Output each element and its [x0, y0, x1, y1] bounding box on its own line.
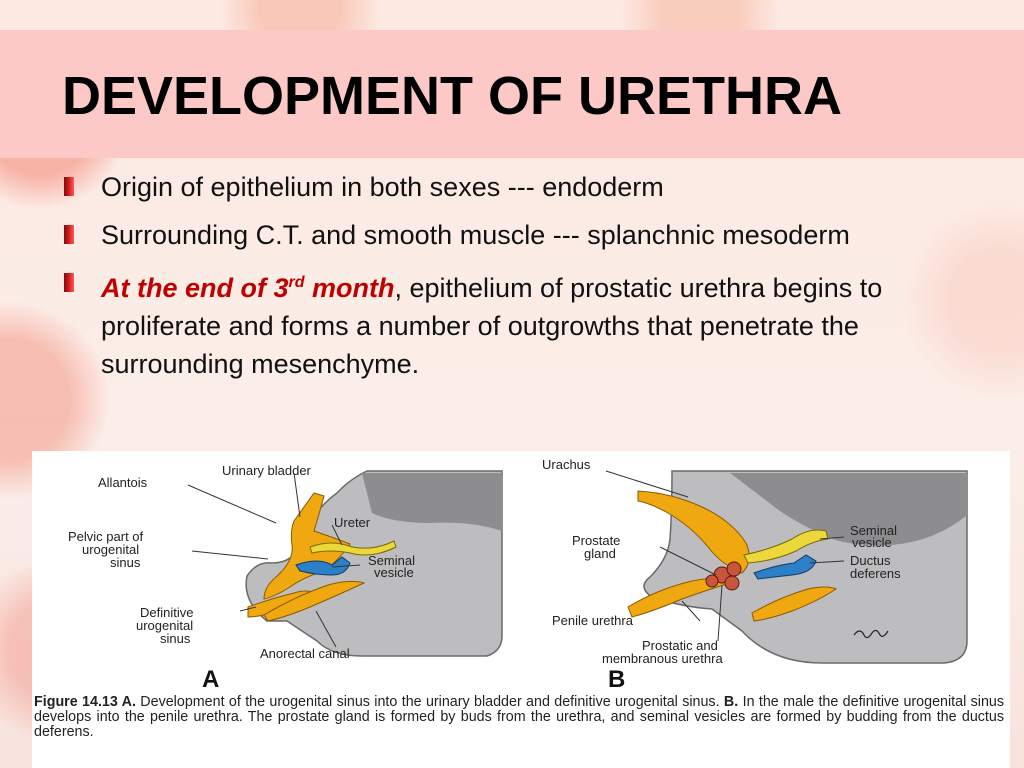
urogenital-diagram: Allantois Urinary bladder Ureter Pelvic … [68, 457, 968, 691]
label-pelvic-part: sinus [110, 555, 141, 570]
bullet-item: Surrounding C.T. and smooth muscle --- s… [64, 216, 964, 254]
artist-signature-icon [853, 629, 889, 639]
bullet-item: Origin of epithelium in both sexes --- e… [64, 168, 964, 206]
panel-label-a: A [202, 666, 219, 691]
label-seminal-vesicle-b: vesicle [852, 535, 892, 550]
bullet-text: Surrounding C.T. and smooth muscle --- s… [101, 220, 850, 250]
seminal-vesicle-yellow-b [743, 529, 829, 564]
panel-label-b: B [608, 666, 625, 691]
label-ductus-deferens: Ductus [850, 553, 891, 568]
rectum-orange-b [751, 586, 838, 622]
label-definitive-sinus: sinus [160, 631, 191, 646]
label-prostate-gland: gland [584, 546, 616, 561]
dark-gray-region-a [362, 473, 502, 531]
slide-title: DEVELOPMENT OF URETHRA [62, 66, 843, 126]
textbook-figure: Allantois Urinary bladder Ureter Pelvic … [32, 451, 1010, 768]
label-prostatic-urethra: Prostatic and [642, 638, 718, 653]
ductus-deferens-blue-b [753, 554, 817, 580]
label-prostatic-urethra: membranous urethra [602, 651, 723, 666]
bullet-marker-icon [64, 177, 74, 196]
bladder-orange-b [637, 490, 750, 574]
bullet-marker-icon [64, 273, 74, 292]
prostate-bud-icon [726, 561, 742, 577]
label-anorectal-canal: Anorectal canal [260, 646, 350, 661]
label-pelvic-part: Pelvic part of [68, 529, 144, 544]
label-pelvic-part: urogenital [82, 542, 139, 557]
prostate-bud-icon [705, 574, 719, 588]
bullet-text: , epithelium of prostatic urethra begins… [101, 273, 883, 379]
label-seminal-vesicle-a: Seminal [368, 553, 415, 568]
bullet-marker-icon [64, 225, 74, 244]
figure-caption: Figure 14.13 A. Development of the uroge… [34, 694, 1004, 740]
label-ureter: Ureter [334, 515, 371, 530]
label-seminal-vesicle-a: vesicle [374, 565, 414, 580]
label-prostate-gland: Prostate [572, 533, 620, 548]
label-penile-urethra: Penile urethra [552, 613, 634, 628]
bullet-item: At the end of 3rd month, epithelium of p… [64, 264, 964, 383]
panel-a-drawing: Allantois Urinary bladder Ureter Pelvic … [68, 463, 503, 691]
bullet-list: Origin of epithelium in both sexes --- e… [64, 168, 964, 393]
label-allantois: Allantois [98, 475, 148, 490]
anorectal-orange-a [263, 580, 366, 622]
prostate-bud-icon [724, 575, 740, 591]
title-band [0, 30, 1024, 158]
label-definitive-sinus: Definitive [140, 605, 193, 620]
label-ductus-deferens: deferens [850, 566, 901, 581]
label-urinary-bladder: Urinary bladder [222, 463, 312, 478]
seminal-vesicle-blue-a [295, 556, 351, 576]
dark-gray-region-b [730, 473, 967, 546]
bullet-text: Origin of epithelium in both sexes --- e… [101, 172, 664, 202]
label-definitive-sinus: urogenital [136, 618, 193, 633]
panel-b-drawing: Urachus Prostate gland Seminal vesicle D… [542, 457, 968, 691]
bullet-emphasis: At the end of 3rd month [101, 273, 395, 303]
label-urachus: Urachus [542, 457, 591, 472]
bladder-orange-a [263, 492, 351, 600]
label-seminal-vesicle-b: Seminal [850, 523, 897, 538]
